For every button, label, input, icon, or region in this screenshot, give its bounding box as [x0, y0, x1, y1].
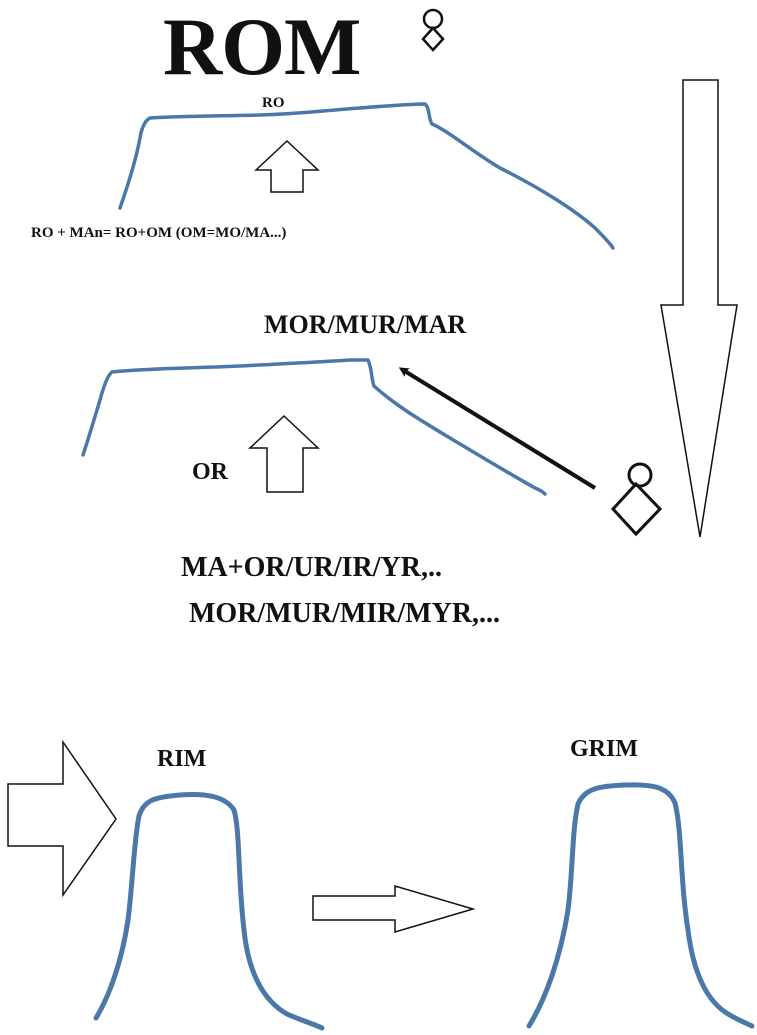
bottom-left-curve	[93, 791, 325, 1031]
bottom-right-curve	[526, 782, 755, 1029]
diagram-title: ROM	[163, 1, 361, 92]
formula-line-1: RO + MAn= RO+OM (OM=MO/MA...)	[31, 225, 287, 241]
up-arrow-icon	[254, 139, 320, 193]
right-arrow-icon	[312, 884, 476, 934]
middle-arrow-label: OR	[192, 459, 228, 485]
middle-curve-label: MOR/MUR/MAR	[264, 310, 467, 339]
circle-diamond-icon	[421, 8, 445, 52]
formula-line-3: MOR/MUR/MIR/MYR,...	[189, 598, 501, 629]
bottom-right-label: GRIM	[570, 736, 638, 762]
right-arrow-icon	[7, 739, 117, 898]
up-arrow-icon	[248, 414, 320, 493]
formula-line-2: MA+OR/UR/IR/YR,..	[181, 552, 442, 583]
middle-curve	[81, 358, 547, 496]
bottom-left-label: RIM	[157, 746, 207, 772]
top-curve	[118, 102, 615, 250]
top-curve-label: RO	[262, 95, 285, 111]
circle-diamond-icon	[610, 462, 663, 537]
down-arrow-icon	[660, 79, 738, 538]
diagonal-arrow-icon	[398, 367, 597, 490]
